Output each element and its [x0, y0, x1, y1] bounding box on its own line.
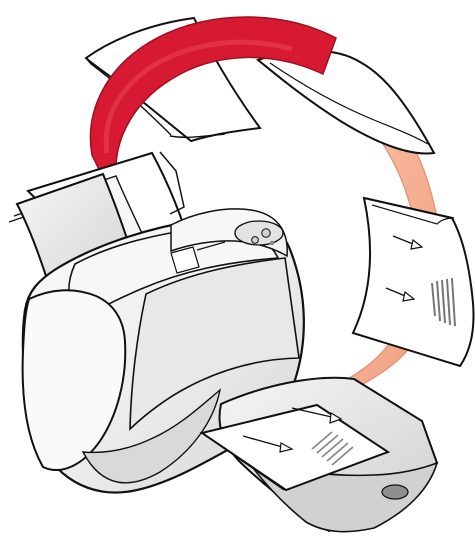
printer-button-icon	[262, 229, 270, 237]
printer-light-icon	[270, 241, 274, 245]
printer-button-icon	[252, 237, 259, 244]
floating-sheet-right-lower	[353, 198, 473, 366]
printer-control-panel	[235, 221, 283, 245]
paper-sheet-icon	[353, 198, 473, 366]
floating-sheet-right	[258, 50, 434, 153]
paper-sheet-icon	[258, 50, 434, 153]
tray-handle-icon	[382, 485, 408, 499]
